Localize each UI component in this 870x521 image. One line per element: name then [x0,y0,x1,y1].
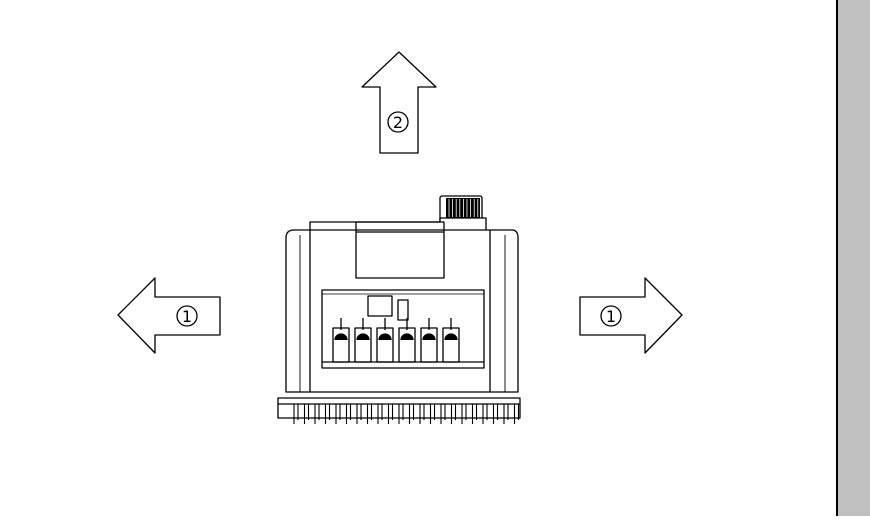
device-terminal-bay [321,289,485,369]
device-pin [492,404,499,424]
arrow-up: 2 [361,51,437,154]
device-pin [471,404,478,424]
side-panel [836,0,870,516]
device-pin [513,404,520,424]
arrow-left-number: 1 [182,307,192,326]
device-pin [314,404,320,424]
device-pin [398,404,404,424]
device-pin [356,404,362,424]
device-label-window [355,221,445,279]
terminal-slot [376,327,394,363]
device-pin [324,404,331,424]
device-pin [345,404,352,424]
device-pin [450,404,457,424]
device-pin [335,404,341,424]
device-pin [377,404,383,424]
terminal-slot [354,327,372,363]
terminal-screw [444,333,458,341]
device-pin [482,404,488,424]
arrow-right: 1 [579,277,683,354]
arrow-right-badge [600,305,622,327]
device-pin [419,404,425,424]
device-pin [408,404,415,424]
arrow-up-number: 2 [393,113,403,132]
device-pin [293,404,299,424]
connector-module [277,195,521,424]
arrow-left: 1 [117,277,221,354]
arrow-left-badge [176,305,198,327]
device-pin [303,404,310,424]
device-pin [429,404,436,424]
terminal-screw [422,333,436,341]
terminal-screw [356,333,370,341]
device-pin [503,404,509,424]
terminal-screw [334,333,348,341]
device-pin [440,404,446,424]
terminal-screw [400,333,414,341]
device-pin [461,404,467,424]
terminal-slot [332,327,350,363]
device-terminals [332,318,460,363]
arrow-right-number: 1 [606,307,616,326]
terminal-slot [420,327,438,363]
terminal-screw [378,333,392,341]
terminal-slot [442,327,460,363]
terminal-slot [398,327,416,363]
device-pin [387,404,394,424]
device-pin [366,404,373,424]
arrow-up-badge [387,111,409,133]
device-pins [293,404,520,424]
